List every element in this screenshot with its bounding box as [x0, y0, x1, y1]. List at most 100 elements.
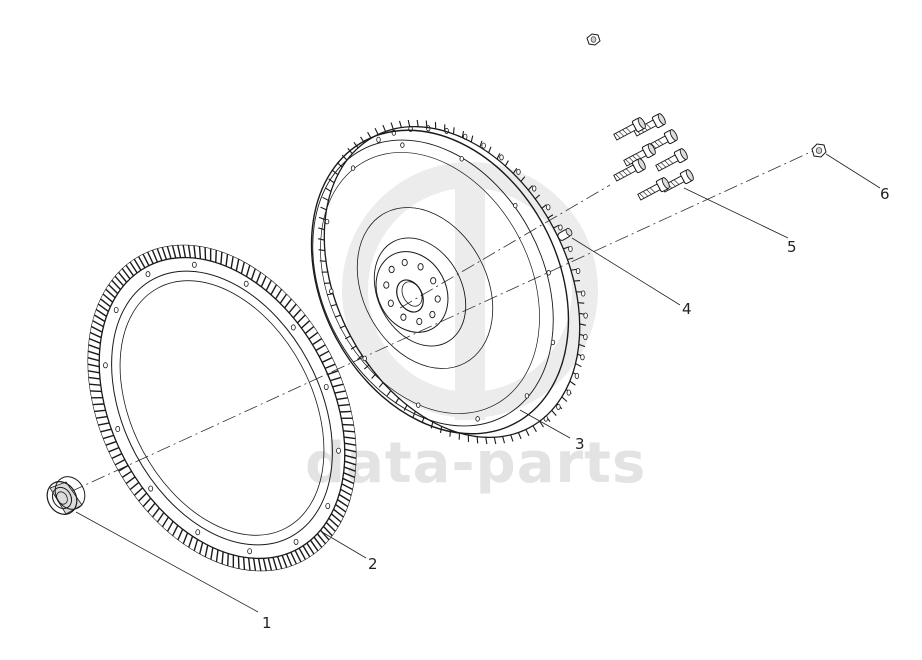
flywheel-rim-hole	[580, 290, 586, 297]
flywheel-hub-hole	[388, 265, 395, 274]
ring-gear-tooth	[88, 337, 101, 344]
flywheel-rim-hole	[376, 136, 381, 143]
ring-gear-tooth	[342, 477, 355, 485]
bolt-head-face	[657, 113, 666, 125]
ring-gear-tooth	[102, 293, 114, 303]
bolt	[613, 117, 646, 141]
ring-gear-tooth	[92, 403, 105, 406]
ring-gear-tooth	[343, 436, 356, 440]
ring-gear-hole	[325, 502, 331, 509]
ring-gear-hole	[115, 426, 121, 433]
ring-gear-tooth	[87, 350, 100, 356]
flywheel-rim-hole	[531, 185, 537, 192]
flywheel-rim-tooth	[326, 293, 334, 296]
bolt	[623, 143, 656, 167]
ring-gear-tooth	[125, 264, 135, 277]
flywheel-rim-tooth	[318, 249, 325, 252]
flywheel-rim-tooth	[334, 314, 341, 318]
ring-gear-tooth	[137, 256, 146, 269]
bolt	[637, 177, 670, 201]
leader-lines	[75, 153, 881, 613]
ring-gear-tooth	[108, 284, 119, 295]
ring-gear-tooth	[257, 558, 262, 572]
ring-gear-tooth	[100, 428, 112, 433]
ring-gear-tooth	[313, 536, 323, 548]
ring-gear-hole	[290, 324, 296, 331]
bolt-thread	[664, 160, 670, 166]
bolt-head-face	[685, 169, 694, 181]
nut	[811, 143, 827, 158]
ring-gear-hole	[191, 261, 197, 268]
ring-gear-bolt-holes	[103, 261, 341, 555]
callout-2: 2	[368, 555, 378, 573]
bolt-head-face	[669, 129, 678, 141]
ring-gear-tooth	[156, 512, 165, 523]
ring-gear-hole	[247, 548, 253, 555]
ring-gear-hole	[148, 485, 154, 492]
ring-gear-tooth	[332, 383, 344, 388]
ring-gear-tooth	[316, 533, 327, 545]
flywheel-rim-tooth	[395, 397, 400, 404]
ring-gear-tooth	[230, 256, 234, 269]
ring-gear-teeth	[87, 244, 357, 572]
bolt-set	[613, 113, 694, 201]
bolt-thread	[615, 133, 621, 139]
ring-gear-tooth	[161, 516, 169, 528]
ring-gear-tooth	[108, 446, 120, 453]
bolt-thread	[670, 181, 676, 187]
ring-gear-tooth	[340, 488, 352, 496]
ring-gear-tooth	[171, 245, 177, 259]
ring-gear-tooth	[341, 483, 353, 491]
ring-gear-tooth	[338, 493, 351, 502]
bolt-thread	[645, 123, 652, 129]
ring-gear-tooth	[324, 363, 336, 370]
small-nut-top	[586, 33, 601, 46]
bolt-thread	[615, 174, 621, 180]
flywheel-face-hole	[459, 156, 464, 162]
ring-gear-tooth	[95, 308, 107, 317]
ring-gear-tooth	[187, 245, 192, 258]
ring-gear-tooth	[285, 553, 293, 567]
flywheel-rim-tooth	[452, 127, 455, 135]
bolt-thread	[649, 187, 656, 193]
ring-gear-tooth	[188, 535, 194, 548]
flywheel-rim-hole	[574, 372, 580, 379]
flywheel-rim-tooth	[374, 127, 379, 135]
ring-gear-tooth	[118, 464, 129, 472]
bolt	[613, 158, 646, 182]
flywheel-rim-tooth	[479, 140, 483, 148]
flywheel-rim-tooth	[320, 206, 327, 211]
ring-gear-tooth	[105, 288, 116, 299]
ring-gear-tooth	[147, 251, 154, 265]
ring-gear-tooth	[88, 344, 101, 350]
flywheel-face-hole	[546, 270, 551, 276]
ring-gear-tooth	[304, 325, 315, 335]
bolt-thread	[622, 129, 628, 135]
flywheel-rim-tooth	[525, 429, 530, 437]
flywheel-rim-tooth	[322, 196, 329, 201]
ring-gear-tooth	[182, 532, 189, 544]
flywheel-rim-hole	[516, 168, 521, 175]
flywheel-rim-tooth	[382, 124, 387, 132]
flywheel-hub-hole	[434, 295, 441, 303]
flywheel-rim-tooth	[510, 434, 514, 442]
ring-gear-tooth	[344, 442, 357, 446]
flywheel-rim-tooth	[350, 345, 357, 350]
ring-gear-tooth	[199, 542, 204, 555]
ring-gear-tooth	[97, 303, 109, 313]
flywheel-hub-holes	[383, 258, 441, 326]
flywheel-rim-tooth	[547, 214, 554, 219]
flywheel-rim-tooth	[579, 323, 587, 326]
flywheel-rim-tooth	[575, 363, 582, 368]
ring-gear-tooth	[262, 558, 267, 571]
bolt-thread	[639, 193, 645, 199]
ring-gear-tooth	[300, 320, 311, 329]
flywheel-rim-tooth	[390, 122, 394, 130]
ring-gear-tooth	[198, 246, 202, 259]
flywheel-rim-tooth	[476, 436, 479, 444]
flywheel-rim-tooth	[532, 425, 537, 433]
ring-gear-tooth	[152, 507, 160, 518]
bolt-head-face	[647, 143, 656, 155]
ring-gear-tooth	[182, 244, 187, 258]
